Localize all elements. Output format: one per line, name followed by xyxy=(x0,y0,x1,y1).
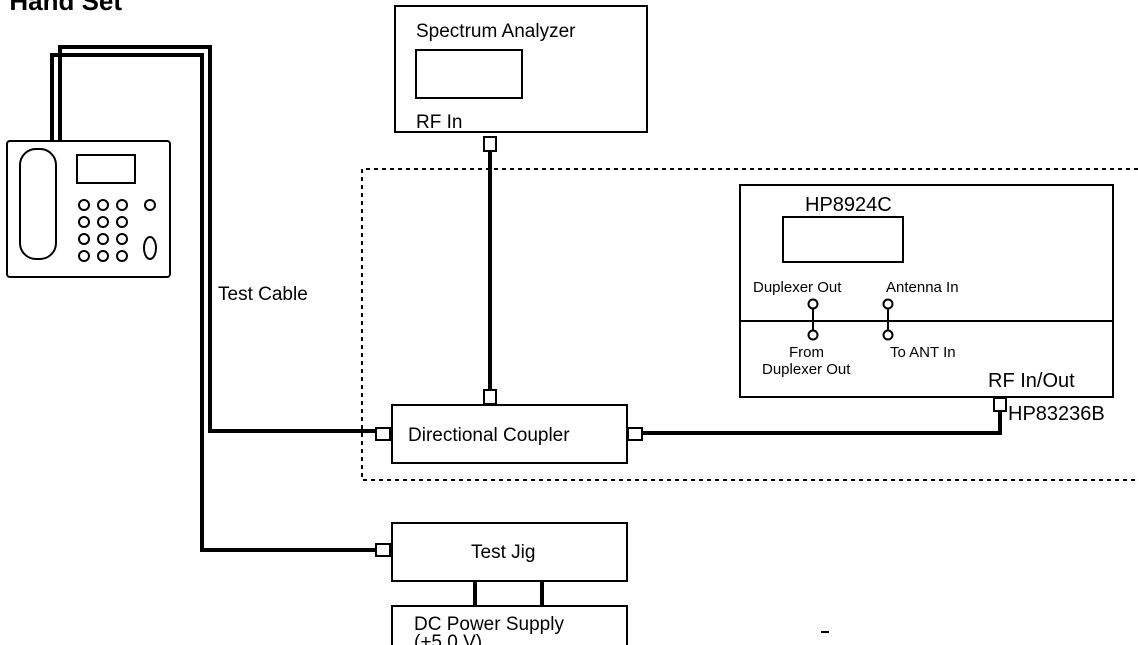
dc-power-supply-label: DC Power Supply xyxy=(414,614,564,635)
from-label: From xyxy=(789,344,824,361)
to-ant-in-label: To ANT In xyxy=(890,344,956,361)
page-heading: r Hand Set xyxy=(0,0,122,16)
hp8924c-title: HP8924C xyxy=(805,194,892,216)
rf-in-out-label: RF In/Out xyxy=(988,370,1075,392)
dc-power-supply-voltage: (+5.0 V) xyxy=(414,632,482,645)
dotted-enclosure xyxy=(361,168,1138,481)
antenna-in-label: Antenna In xyxy=(886,279,959,296)
test-jig xyxy=(375,522,628,582)
power-leads xyxy=(473,581,544,606)
spectrum-analyzer-title: Spectrum Analyzer xyxy=(416,21,576,42)
duplexer-out-label: Duplexer Out xyxy=(753,279,842,296)
telephone-handset-icon xyxy=(6,140,171,278)
test-cable xyxy=(50,45,390,552)
directional-coupler xyxy=(375,389,643,464)
directional-coupler-label: Directional Coupler xyxy=(408,425,570,446)
coupler-hp-cable xyxy=(642,410,1002,435)
test-cable-label: Test Cable xyxy=(218,284,308,305)
from-duplexer-out-label: Duplexer Out xyxy=(762,361,851,378)
dc-power-supply xyxy=(391,605,628,645)
spectrum-analyzer-port: RF In xyxy=(416,112,462,133)
test-jig-label: Test Jig xyxy=(471,542,535,563)
hp8924c xyxy=(739,184,1114,412)
spectrum-analyzer xyxy=(394,5,648,152)
rf-in-connector xyxy=(483,136,497,152)
hp83236b-label: HP83236B xyxy=(1008,403,1105,425)
